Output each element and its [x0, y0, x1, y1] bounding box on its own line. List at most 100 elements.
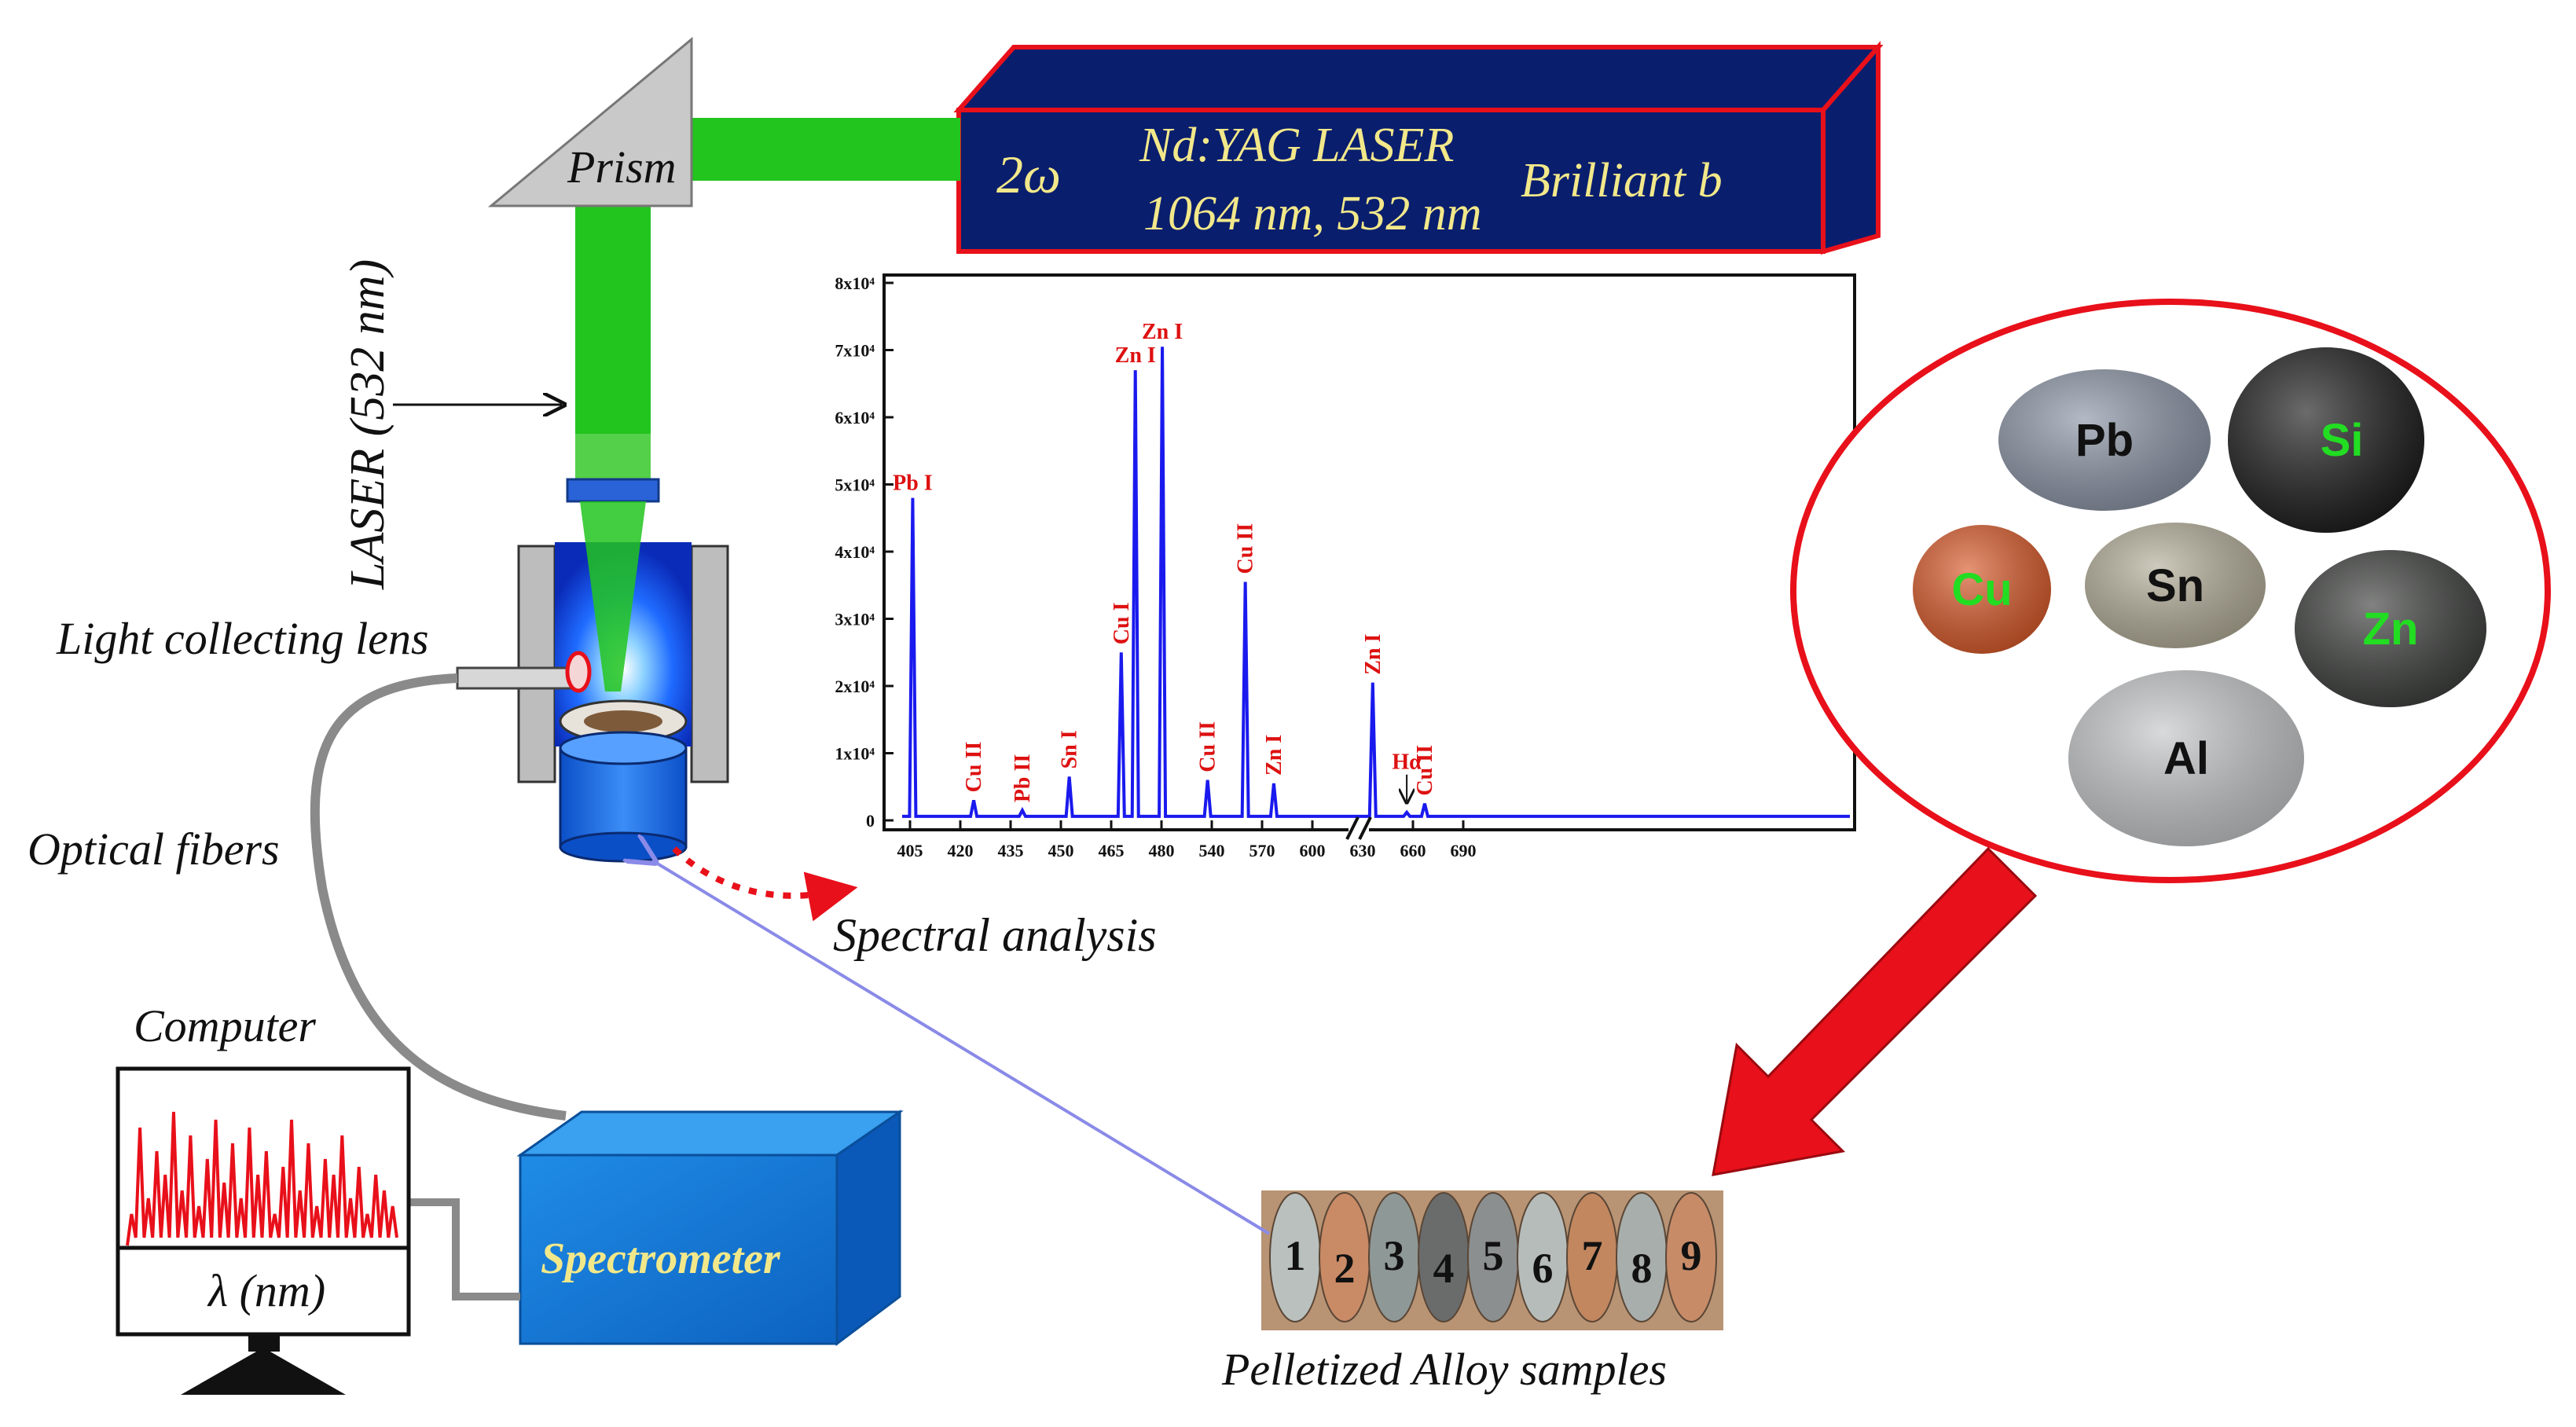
powder-sn: Sn: [2085, 523, 2266, 648]
y-tick-label: 5x10⁴: [835, 475, 875, 495]
pellet-number: 4: [1433, 1245, 1455, 1292]
powder-label: Si: [2321, 415, 2364, 466]
peak-label: Zn I: [1142, 320, 1183, 344]
peak-label: Pb II: [1011, 754, 1035, 802]
powder-shading: [2085, 523, 2266, 648]
beam-horizontal: [692, 118, 960, 181]
peak-label: Cu II: [1196, 721, 1220, 772]
beam-vertical: [575, 206, 651, 434]
computer-mini-spectrum: [126, 1111, 398, 1246]
chamber-wall-right: [690, 545, 729, 783]
pellet-4: 4: [1418, 1192, 1470, 1322]
powder-pb: Pb: [1998, 369, 2211, 511]
chamber-wall-left: [517, 545, 556, 783]
peak-label: Zn I: [1361, 634, 1385, 675]
y-tick-label: 2x10⁴: [835, 677, 875, 696]
prism-label: Prism: [567, 141, 677, 193]
plasma-chamber: [456, 478, 729, 863]
beam-label: LASER (532 nm): [341, 259, 394, 590]
peak-label: Cu II: [1413, 745, 1437, 796]
peak-label: Zn I: [1115, 343, 1156, 368]
pellet-7: 7: [1566, 1192, 1618, 1322]
computer-axis-label: λ (nm): [207, 1265, 325, 1316]
pellet-1: 1: [1269, 1192, 1321, 1322]
spectrometer-top: [516, 1110, 904, 1157]
powder-shading: [2295, 550, 2486, 707]
prism: Prism: [487, 36, 693, 207]
x-tick-label: 480: [1149, 841, 1175, 860]
y-tick-label: 7x10⁴: [835, 341, 875, 361]
sample-loading-arrow: [652, 860, 1271, 1235]
powder-shading: [2068, 670, 2304, 846]
pellet-number: 8: [1631, 1245, 1653, 1292]
focused-beam-cone: [580, 501, 646, 691]
beam-lower: [575, 434, 651, 481]
powder-label: Al: [2163, 733, 2209, 784]
powder-label: Zn: [2363, 603, 2419, 655]
focusing-lens: [566, 478, 660, 503]
y-tick-label: 6x10⁴: [835, 408, 875, 427]
pellet-2: 2: [1319, 1192, 1371, 1322]
powder-label: Pb: [2075, 415, 2134, 466]
powder-shading: [2228, 347, 2424, 533]
pellet-number: 9: [1681, 1232, 1702, 1279]
data-cable: [409, 1198, 520, 1300]
y-tick-label: 4x10⁴: [835, 542, 875, 562]
chart-axis-break: [1345, 816, 1372, 840]
powder-label: Sn: [2146, 560, 2204, 611]
pellet-number: 2: [1334, 1245, 1356, 1292]
computer-screen-lower: [116, 1245, 411, 1337]
chart-y-axis: 01x10⁴2x10⁴3x10⁴4x10⁴5x10⁴6x10⁴7x10⁴8x10…: [835, 273, 894, 831]
x-tick-label: 630: [1350, 841, 1376, 860]
pellet-number: 3: [1384, 1232, 1405, 1279]
computer-label: Computer: [134, 1000, 316, 1051]
spectral-analysis-label: Spectral analysis: [833, 909, 1157, 961]
pellet-disc: [1665, 1192, 1717, 1322]
powder-shading: [1913, 525, 2051, 654]
peak-label: Cu I: [1110, 603, 1134, 645]
x-tick-label: 420: [948, 841, 974, 860]
optical-fiber: [310, 673, 567, 1121]
x-tick-label: 435: [998, 841, 1024, 860]
laser-top-face: [953, 45, 1884, 112]
laser-unit: 2ω Nd:YAG LASER 1064 nm, 532 nm Brillian…: [953, 41, 1884, 255]
powder-shading: [1998, 369, 2211, 511]
y-tick-label: 8x10⁴: [835, 273, 875, 293]
analysis-arrow: [672, 846, 858, 922]
laser-wavelengths: 1064 nm, 532 nm: [1143, 187, 1482, 240]
x-tick-label: 465: [1099, 841, 1125, 860]
lens-holder-rod: [456, 666, 577, 690]
x-tick-label: 405: [897, 841, 923, 860]
x-tick-label: 600: [1300, 841, 1326, 860]
x-tick-label: 450: [1048, 841, 1074, 860]
mixing-arrow: [1712, 846, 2038, 1176]
laser-beam: [575, 118, 960, 481]
sample-holder-top: [559, 731, 688, 765]
pellet-number: 6: [1532, 1245, 1554, 1292]
x-tick-label: 570: [1249, 841, 1275, 860]
powder-cu: Cu: [1913, 525, 2051, 654]
peak-label: Cu II: [962, 742, 986, 793]
fibers-label: Optical fibers: [28, 824, 280, 875]
pellet-number: 7: [1582, 1232, 1603, 1279]
computer-stand: [248, 1334, 280, 1352]
powder-label: Cu: [1951, 564, 2012, 615]
spectrometer-label: Spectrometer: [541, 1234, 781, 1283]
x-tick-label: 690: [1451, 841, 1477, 860]
pellet-5: 5: [1467, 1192, 1519, 1322]
computer: Computer λ (nm): [116, 1000, 411, 1395]
x-tick-label: 540: [1199, 841, 1225, 860]
peak-label: Sn I: [1058, 730, 1082, 769]
powder-si: Si: [2228, 347, 2424, 533]
laser-harmonic: 2ω: [996, 145, 1061, 204]
peak-label: Pb I: [893, 471, 933, 496]
light-collecting-lens: [565, 651, 592, 693]
computer-base: [181, 1348, 346, 1395]
pellet-6: 6: [1517, 1192, 1569, 1322]
sample-holder-bottom: [559, 831, 688, 863]
